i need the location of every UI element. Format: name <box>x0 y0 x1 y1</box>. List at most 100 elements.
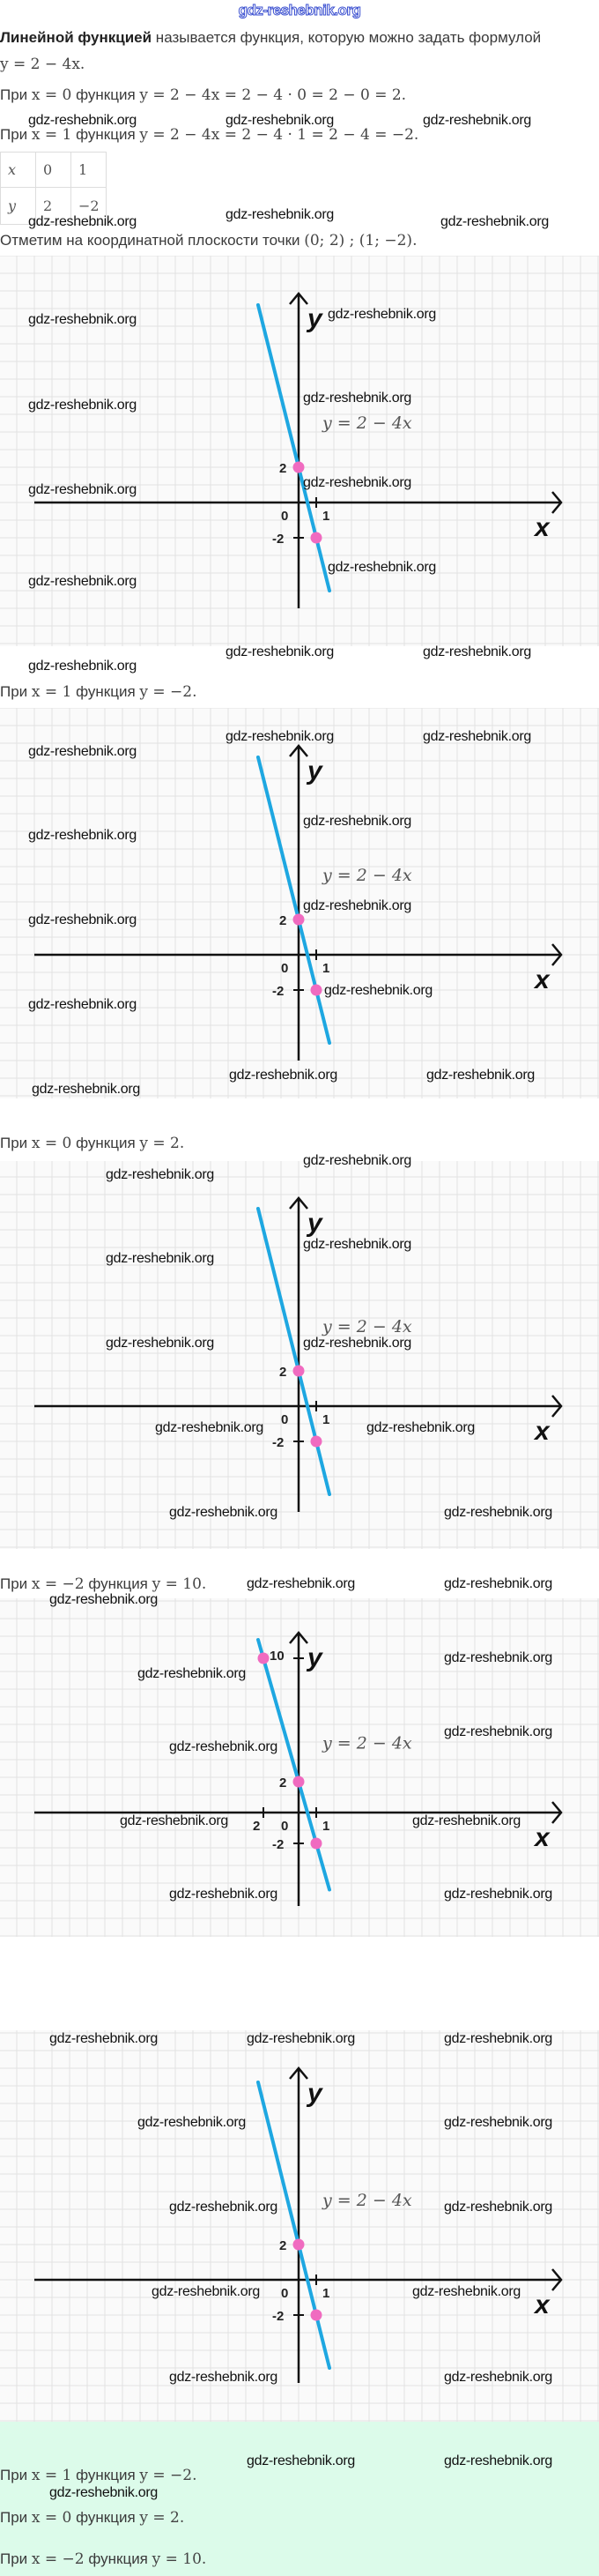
watermark-text: gdz-reshebnik.org <box>155 1420 263 1435</box>
x-tick-label: 1 <box>322 2286 329 2301</box>
x-axis-label: x <box>533 1417 551 1446</box>
data-point <box>292 1365 305 1377</box>
data-point <box>310 532 322 544</box>
watermark-text: gdz-reshebnik.org <box>328 560 436 575</box>
table-cell: y <box>0 187 36 225</box>
x-tick-label: 2 <box>253 1819 260 1834</box>
answer-mid: функция <box>71 2509 140 2526</box>
y-tick-label: -2 <box>272 532 284 547</box>
step-math: y = −2. <box>139 683 197 701</box>
watermark-text: gdz-reshebnik.org <box>247 1576 355 1591</box>
watermark-text: gdz-reshebnik.org <box>303 814 411 829</box>
table-row: x 0 1 <box>0 152 107 188</box>
watermark-text: gdz-reshebnik.org <box>444 1887 552 1902</box>
watermark-text: gdz-reshebnik.org <box>28 912 137 927</box>
answer-math: y = 2. <box>139 2509 185 2527</box>
y-tick-label: 2 <box>279 2238 286 2253</box>
y-tick-label: -2 <box>272 2309 284 2324</box>
watermark-text: gdz-reshebnik.org <box>28 312 137 327</box>
calc-math: x = 1 <box>31 126 72 144</box>
watermark-text: gdz-reshebnik.org <box>169 1505 277 1520</box>
y-tick-label: 2 <box>279 461 286 476</box>
answer-line-0: При x = 1 функция y = −2. <box>0 2466 197 2485</box>
data-point <box>292 913 305 926</box>
function-line <box>256 1638 331 1892</box>
watermark-text: gdz-reshebnik.org <box>28 482 137 497</box>
watermark-text: gdz-reshebnik.org <box>226 207 334 222</box>
watermark-text: gdz-reshebnik.org <box>120 1813 228 1828</box>
answer-math: x = 0 <box>31 2509 72 2527</box>
watermark-text: gdz-reshebnik.org <box>444 2031 552 2046</box>
intro-rest: называется функция, которую можно задать… <box>152 29 542 46</box>
y-axis-arrow <box>289 1196 308 1210</box>
data-point <box>292 2238 305 2251</box>
calc-pre: При <box>0 86 32 103</box>
function-formula-label: y = 2 − 4x <box>322 1733 412 1753</box>
x-axis-label: x <box>533 2290 551 2319</box>
y-axis-arrow <box>289 292 308 305</box>
x-tick-label: 1 <box>322 1412 329 1427</box>
calc-mid: функция <box>71 86 140 103</box>
table-row: y 2 −2 <box>0 187 107 225</box>
data-point <box>292 461 305 473</box>
watermark-text: gdz-reshebnik.org <box>328 307 436 322</box>
mark-points-math: (0; 2) ; (1; −2). <box>304 232 418 249</box>
watermark-text: gdz-reshebnik.org <box>169 2370 277 2385</box>
watermark-text: gdz-reshebnik.org <box>303 1237 411 1252</box>
origin-label: 0 <box>281 961 288 976</box>
answer-mid: функция <box>84 2550 152 2567</box>
watermark-text: gdz-reshebnik.org <box>28 997 137 1012</box>
watermark-text: gdz-reshebnik.org <box>106 1167 214 1182</box>
y-axis-arrow <box>289 744 308 757</box>
calc-line-0: При x = 0 функция y = 2 − 4x = 2 − 4 · 0… <box>0 86 406 105</box>
watermark-text: gdz-reshebnik.org <box>412 2284 521 2299</box>
step-line-2: При x = −2 функция y = 10. <box>0 1575 206 1594</box>
watermark-text: gdz-reshebnik.org <box>303 1153 411 1168</box>
x-axis-label: x <box>533 1823 551 1852</box>
watermark-text: gdz-reshebnik.org <box>32 1082 140 1097</box>
answer-box: При x = 1 функция y = −2. При x = 0 функ… <box>0 2422 599 2576</box>
intro-formula: y = 2 − 4x. <box>0 56 85 73</box>
watermark-text: gdz-reshebnik.org <box>226 729 334 744</box>
watermark-text: gdz-reshebnik.org <box>169 2200 277 2215</box>
function-formula-label: y = 2 − 4x <box>322 2191 412 2210</box>
x-axis-label: x <box>533 513 551 542</box>
y-axis-label: y <box>306 304 323 333</box>
origin-label: 0 <box>281 1819 288 1834</box>
intro-text: Линейной функцией называется функция, ко… <box>0 28 541 48</box>
watermark-text: gdz-reshebnik.org <box>423 729 531 744</box>
y-axis-arrow <box>289 1631 308 1644</box>
function-formula-label: y = 2 − 4x <box>322 413 412 433</box>
watermark-text: gdz-reshebnik.org <box>440 214 549 229</box>
answer-pre: При <box>0 2509 32 2526</box>
step-math: x = 1 <box>31 683 72 701</box>
watermark-text: gdz-reshebnik.org <box>444 2200 552 2215</box>
mark-points-label: Отметим на координатной плоскости точки <box>0 232 305 249</box>
step-mid: функция <box>84 1575 152 1592</box>
calc-line-1: При x = 1 функция y = 2 − 4x = 2 − 4 · 1… <box>0 125 418 145</box>
watermark-text: gdz-reshebnik.org <box>28 744 137 759</box>
data-point <box>292 1776 305 1788</box>
data-point <box>310 1837 322 1850</box>
x-tick-label: 1 <box>322 509 329 524</box>
answer-math: x = 1 <box>31 2467 72 2484</box>
answer-line-2: При x = −2 функция y = 10. <box>0 2550 206 2569</box>
watermark-text: gdz-reshebnik.org <box>169 1887 277 1902</box>
calc-mid: функция <box>71 126 140 143</box>
site-logo[interactable]: gdz-reshebnik.org <box>238 2 361 19</box>
table-cell: 0 <box>35 152 71 188</box>
answer-line-1: При x = 0 функция y = 2. <box>0 2508 184 2528</box>
watermark-text: gdz-reshebnik.org <box>106 1251 214 1266</box>
mark-points-text: Отметим на координатной плоскости точки … <box>0 231 417 250</box>
origin-label: 0 <box>281 509 288 524</box>
answer-math: x = −2 <box>31 2550 85 2568</box>
table-cell: 2 <box>35 187 71 225</box>
table-cell: x <box>0 152 36 188</box>
x-tick-label: 1 <box>322 961 329 976</box>
calc-math: y = 2 − 4x = 2 − 4 · 1 = 2 − 4 = −2. <box>139 126 419 144</box>
function-line <box>256 303 331 592</box>
x-axis-arrow <box>551 491 563 514</box>
